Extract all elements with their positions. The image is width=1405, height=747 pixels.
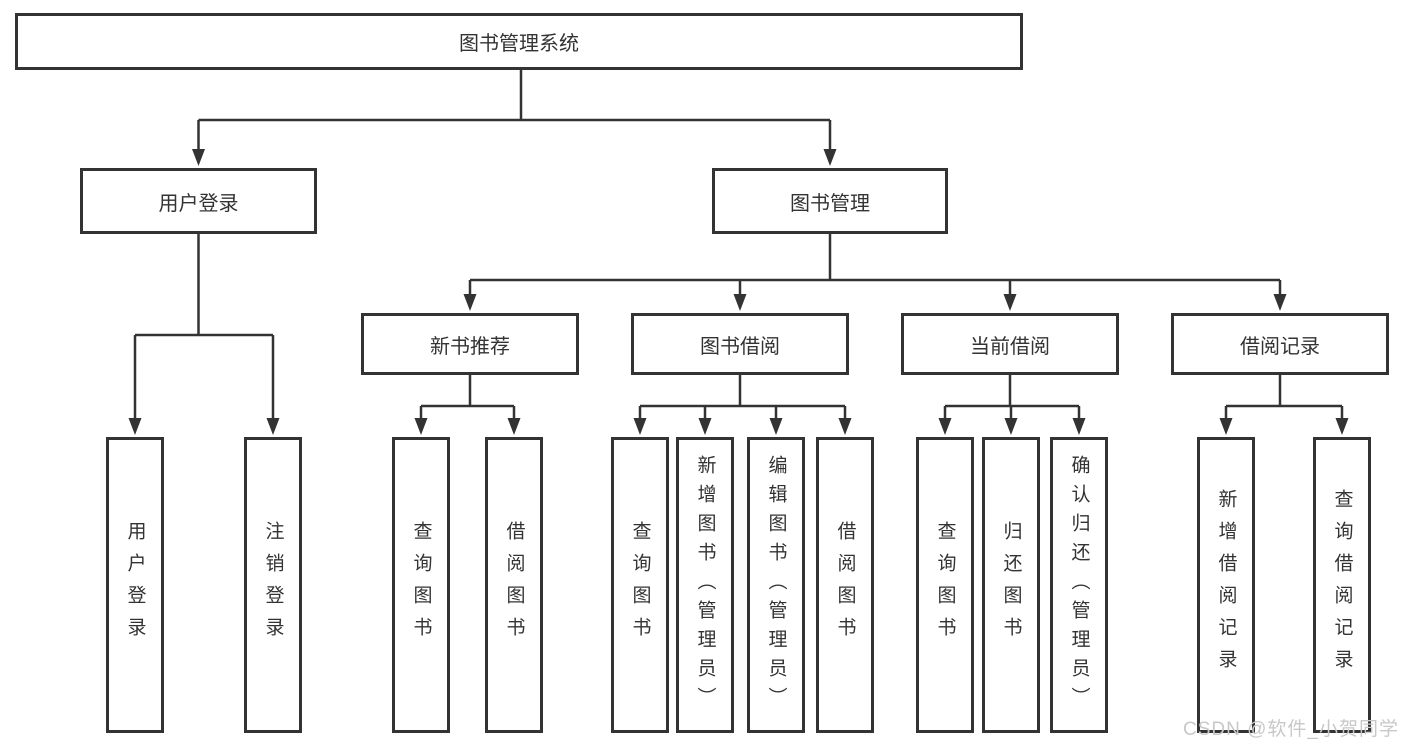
node-label: 图书管理 [790, 192, 870, 215]
node-user-login: 用户登录 [80, 168, 317, 234]
node-label: 借阅记录 [1240, 335, 1320, 358]
leaf-label: 新增图书（管理员） [694, 454, 716, 716]
leaf-borrow-books-1: 借阅图书 [485, 437, 543, 733]
leaf-label: 借阅图书 [834, 521, 856, 649]
node-book-borrow: 图书借阅 [631, 313, 849, 375]
leaf-confirm-return-admin: 确认归还（管理员） [1050, 437, 1108, 733]
leaf-label: 归还图书 [1000, 521, 1022, 649]
node-label: 当前借阅 [970, 335, 1050, 358]
node-label: 新书推荐 [430, 335, 510, 358]
leaf-add-books-admin: 新增图书（管理员） [676, 437, 734, 733]
connector-current-to-leaves [938, 375, 1086, 435]
leaf-label: 编辑图书（管理员） [765, 454, 787, 716]
leaf-label: 查询借阅记录 [1331, 489, 1353, 681]
leaf-add-borrow-record: 新增借阅记录 [1197, 437, 1255, 733]
node-label: 用户登录 [158, 192, 239, 215]
connector-root-to-level1 [192, 70, 837, 166]
connector-borrow-to-leaves [633, 375, 852, 435]
connector-login-to-leaves [128, 234, 280, 435]
node-label: 图书借阅 [700, 335, 780, 358]
leaf-label: 查询图书 [410, 521, 432, 649]
node-book-management: 图书管理 [712, 168, 948, 234]
leaf-edit-books-admin: 编辑图书（管理员） [747, 437, 805, 733]
node-borrow-records: 借阅记录 [1171, 313, 1389, 375]
connector-mgmt-to-level2 [463, 234, 1287, 311]
leaf-query-books-2: 查询图书 [611, 437, 669, 733]
connector-recommend-to-leaves [414, 375, 521, 435]
leaf-label: 查询图书 [934, 521, 956, 649]
leaf-label: 查询图书 [629, 521, 651, 649]
leaf-user-login: 用户登录 [106, 437, 164, 733]
connector-records-to-leaves [1219, 375, 1349, 435]
node-current-borrow: 当前借阅 [901, 313, 1119, 375]
leaf-label: 新增借阅记录 [1215, 489, 1237, 681]
node-label: 图书管理系统 [459, 33, 579, 55]
csdn-watermark: CSDN @软件_小贺同学 [1183, 719, 1399, 740]
leaf-query-borrow-record: 查询借阅记录 [1313, 437, 1371, 733]
leaf-borrow-books-2: 借阅图书 [816, 437, 874, 733]
node-new-book-recommend: 新书推荐 [361, 313, 579, 375]
leaf-label: 用户登录 [124, 521, 146, 649]
leaf-label: 确认归还（管理员） [1068, 454, 1090, 716]
leaf-return-books: 归还图书 [982, 437, 1040, 733]
node-library-management-system: 图书管理系统 [15, 13, 1023, 70]
leaf-label: 注销登录 [262, 521, 284, 649]
leaf-label: 借阅图书 [503, 521, 525, 649]
leaf-query-books-3: 查询图书 [916, 437, 974, 733]
leaf-query-books-1: 查询图书 [392, 437, 450, 733]
leaf-logout: 注销登录 [244, 437, 302, 733]
